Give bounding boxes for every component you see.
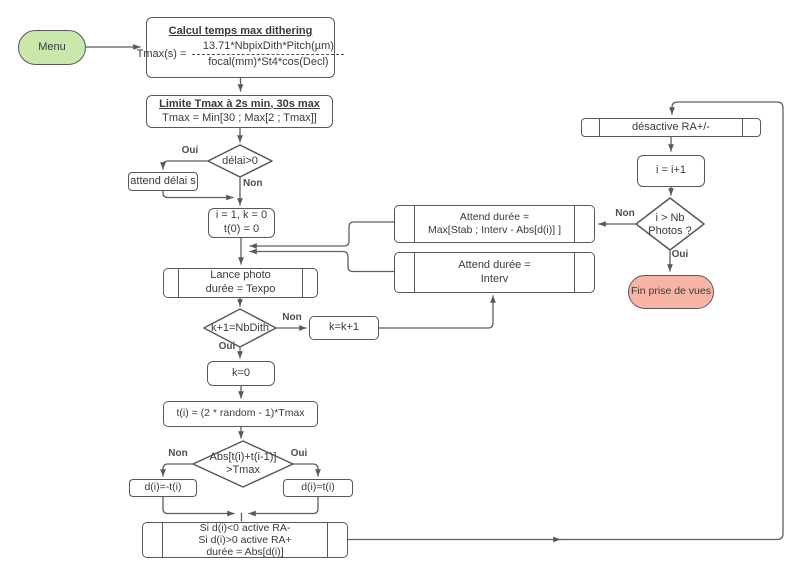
limite-formula: Tmax = Min[30 ; Max[2 ; Tmax]] [162, 111, 317, 124]
connector-abs-dpos [292, 463, 321, 477]
process-limite-tmax: Limite Tmax à 2s min, 30s max Tmax = Min… [146, 95, 333, 128]
subroutine-activate-ra: Si d(i)<0 active RA- Si d(i)>0 active RA… [142, 522, 348, 558]
lance-photo-line2: durée = Texpo [205, 283, 276, 295]
process-d-positive: d(i)=t(i) [283, 479, 353, 497]
d-neg-label: d(i)=-t(i) [144, 481, 182, 494]
calcul-lhs: Tmax(s) = [136, 48, 187, 60]
connector-delai-attend [160, 160, 209, 170]
subroutine-bars [178, 269, 303, 297]
decision-delai: délai>0 [208, 147, 272, 175]
fin-label: Fin prise de vues [631, 285, 711, 298]
connector-dpos-merge [248, 496, 319, 517]
calcul-denominator: focal(mm)*St4*cos(Decl) [208, 56, 329, 69]
k-zero-label: k=0 [231, 366, 251, 379]
menu-label: Menu [38, 40, 66, 53]
connector-attendmax-merge [249, 221, 395, 249]
edge-label-photos-non: Non [615, 208, 635, 219]
subroutine-bars [414, 206, 575, 242]
decision-nbdith: k+1=NbDith [202, 314, 278, 342]
process-calcul-tmax: Calcul temps max dithering Tmax(s) = 13.… [137, 17, 345, 78]
k-inc-label: k=k+1 [329, 321, 359, 334]
edge-label-delai-non: Non [243, 178, 263, 189]
process-i-increment: i = i+1 [637, 155, 705, 187]
process-d-negative: d(i)=-t(i) [129, 479, 197, 497]
i-inc-label: i = i+1 [656, 164, 686, 177]
edge-label-abs-oui: Oui [290, 448, 308, 459]
subroutine-attend-max: Attend durée = Max[Stab ; Interv - Abs[d… [394, 205, 595, 243]
nbdith-label: k+1=NbDith [210, 321, 270, 334]
edge-label-nbdith-oui: Oui [218, 341, 236, 352]
start-node-menu: Menu [18, 30, 86, 65]
subroutine-bars [599, 119, 743, 136]
attend-max-line1: Attend durée = [459, 210, 530, 223]
limite-title: Limite Tmax à 2s min, 30s max [159, 97, 320, 110]
init-line2: t(0) = 0 [223, 223, 260, 235]
edge-label-nbdith-non: Non [282, 312, 302, 323]
decision-abs-tmax: Abs[t(i)+t(i-1)] >Tmax [196, 449, 290, 479]
subroutine-desactive-ra: désactive RA+/- [581, 118, 761, 137]
activate-ra-line1: Si d(i)<0 active RA- [199, 521, 291, 534]
attend-max-line2: Max[Stab ; Interv - Abs[d(i)] ] [427, 224, 562, 236]
subroutine-bars [414, 253, 575, 292]
connector-abs-dneg [160, 463, 194, 477]
calcul-numerator: 13.71*NbpixDith*Pitch(µm) [202, 39, 334, 52]
activate-ra-line3: durée = Abs[d(i)] [206, 546, 284, 559]
edge-label-abs-non: Non [168, 448, 188, 459]
abs-line1: Abs[t(i)+t(i-1)] [209, 451, 277, 464]
decision-abs-shape [192, 440, 294, 488]
desactive-ra-label: désactive RA+/- [632, 120, 710, 133]
edge-label-photos-oui: Oui [671, 249, 689, 260]
edge-label-delai-oui: Oui [181, 145, 199, 156]
connector-activate-loop-b [557, 101, 784, 541]
subroutine-lance-photo: Lance photo durée = Texpo [163, 268, 318, 298]
d-pos-label: d(i)=t(i) [301, 481, 335, 494]
photos-line1: i > Nb [655, 211, 685, 224]
subroutine-attend-interv: Attend durée = Interv [394, 252, 595, 293]
process-init-counters: i = 1, k = 0 t(0) = 0 [208, 208, 275, 238]
init-line1: i = 1, k = 0 [215, 209, 268, 222]
attend-delai-label: attend délai s [130, 174, 196, 187]
abs-line2: >Tmax [226, 464, 260, 476]
subroutine-bars [162, 523, 328, 557]
delai-label: délai>0 [222, 154, 258, 167]
process-k-increment: k=k+1 [309, 316, 379, 340]
end-node-fin-prise-de-vues: Fin prise de vues [628, 275, 714, 309]
connector-attendinterv-merge [249, 248, 395, 273]
connector-dneg-merge [162, 496, 235, 517]
process-t-random: t(i) = (2 * random - 1)*Tmax [163, 401, 318, 427]
connector-kinc-attendinterv [378, 295, 496, 329]
calcul-title: Calcul temps max dithering [168, 24, 313, 37]
process-k-reset: k=0 [207, 361, 275, 386]
t-random-label: t(i) = (2 * random - 1)*Tmax [176, 407, 305, 420]
decision-nb-photos: i > Nb Photos ? [638, 211, 702, 238]
process-attend-delai: attend délai s [128, 172, 198, 191]
lance-photo-line1: Lance photo [210, 269, 271, 282]
connector-attend-merge [162, 188, 234, 201]
fraction-divider [192, 54, 345, 56]
photos-line2: Photos ? [648, 224, 692, 237]
attend-interv-line2: Interv [480, 272, 509, 285]
activate-ra-line2: Si d(i)>0 active RA+ [198, 533, 292, 546]
attend-interv-line1: Attend durée = [458, 258, 531, 271]
